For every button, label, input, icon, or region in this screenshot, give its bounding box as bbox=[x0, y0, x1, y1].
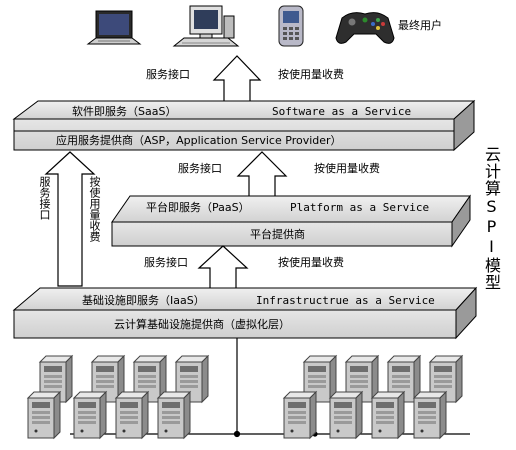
laptop-icon bbox=[86, 10, 142, 45]
platform-provider-label: 平台提供商 bbox=[250, 228, 305, 241]
paas-interface-label: 服务接口 bbox=[178, 162, 222, 175]
infrastructure-provider-label: 云计算基础设施提供商（虚拟化层） bbox=[114, 318, 290, 331]
server-cluster-left bbox=[27, 355, 209, 439]
saas-layer-label: 软件即服务（SaaS） bbox=[72, 105, 177, 118]
server-icon bbox=[73, 391, 107, 439]
end-user-label: 最终用户 bbox=[398, 19, 442, 32]
iaas-slab bbox=[12, 286, 478, 340]
left-billing-label: 按使用量收费 bbox=[88, 176, 101, 242]
iaas-to-paas-arrow bbox=[197, 245, 249, 293]
server-icon bbox=[329, 391, 363, 439]
left-interface-label: 服务接口 bbox=[38, 176, 51, 220]
paas-lower-billing-label: 按使用量收费 bbox=[278, 256, 344, 269]
iaas-layer-label-en: Infrastructrue as a Service bbox=[256, 294, 435, 307]
server-icon bbox=[115, 391, 149, 439]
saas-slab bbox=[12, 99, 476, 152]
desktop-computer-icon bbox=[172, 5, 240, 47]
server-icon bbox=[413, 391, 447, 439]
server-icon bbox=[371, 391, 405, 439]
server-icon bbox=[157, 391, 191, 439]
paas-slab bbox=[111, 194, 471, 248]
paas-layer-label: 平台即服务（PaaS） bbox=[146, 201, 250, 214]
server-cluster-right bbox=[283, 355, 463, 439]
paas-lower-interface-label: 服务接口 bbox=[144, 256, 188, 269]
server-icon bbox=[283, 391, 317, 439]
asp-provider-label: 应用服务提供商（ASP，Application Service Provider… bbox=[56, 134, 342, 147]
paas-layer-label-en: Platform as a Service bbox=[290, 201, 430, 214]
paas-to-saas-arrow bbox=[236, 151, 288, 201]
iaas-to-saas-arrow bbox=[44, 151, 96, 287]
side-title: 云计算SPI模型 bbox=[482, 146, 501, 291]
saas-to-users-arrow bbox=[212, 55, 262, 109]
mobile-phone-icon bbox=[278, 5, 304, 47]
paas-billing-label: 按使用量收费 bbox=[314, 162, 380, 175]
saas-billing-label: 按使用量收费 bbox=[278, 68, 344, 81]
saas-interface-label: 服务接口 bbox=[146, 68, 190, 81]
iaas-layer-label: 基础设施即服务（IaaS） bbox=[82, 294, 205, 307]
saas-layer-label-en: Software as a Service bbox=[272, 105, 412, 118]
server-icon bbox=[27, 391, 61, 439]
game-controller-icon bbox=[335, 12, 395, 44]
